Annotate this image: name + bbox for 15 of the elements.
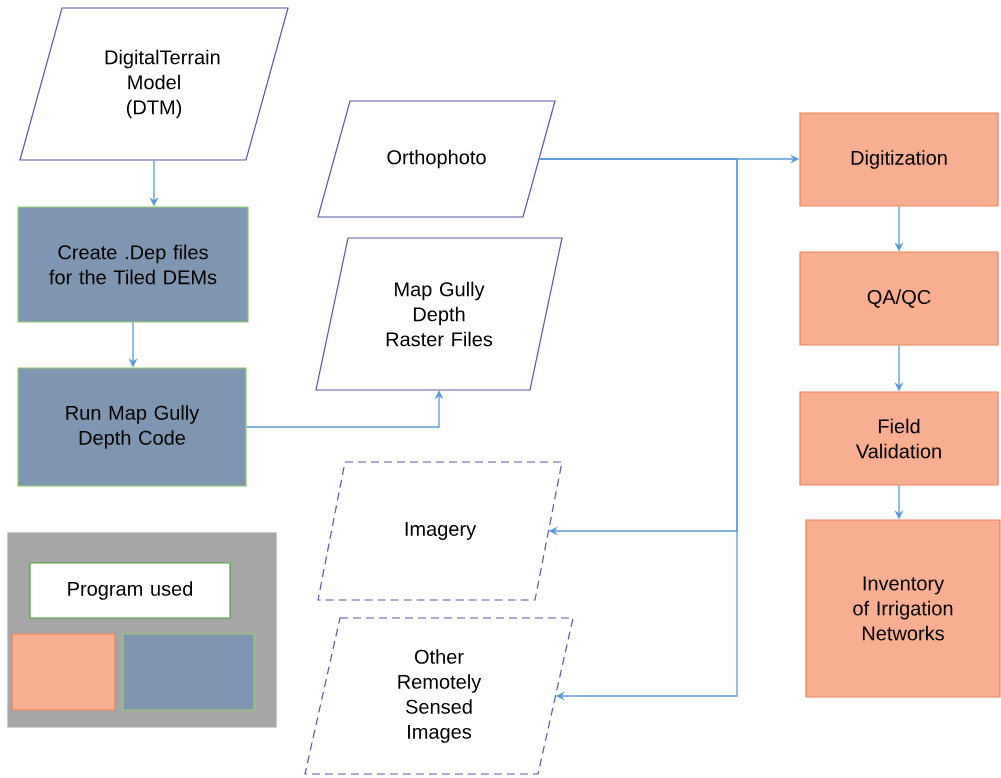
process-box: Digitization: [799, 112, 999, 207]
process-box: Field Validation: [799, 391, 999, 486]
data-parallelogram: Other Remotely Sensed Images: [304, 617, 574, 775]
legend-box: Program used: [29, 562, 231, 619]
data-parallelogram: Imagery: [317, 461, 563, 601]
process-box: Inventory of Irrigation Networks: [805, 519, 1001, 698]
process-box: Run Map Gully Depth Code: [17, 367, 247, 487]
data-parallelogram: Orthophoto: [317, 100, 556, 218]
process-box: Create .Dep files for the Tiled DEMs: [17, 206, 249, 323]
data-parallelogram: Map Gully Depth Raster Files: [315, 237, 563, 391]
process-box: QA/QC: [799, 251, 999, 346]
legend-swatch: [11, 633, 116, 711]
arrow: [538, 158, 738, 701]
data-parallelogram: DigitalTerrain Model (DTM): [19, 7, 289, 161]
legend-swatch: [122, 633, 255, 711]
